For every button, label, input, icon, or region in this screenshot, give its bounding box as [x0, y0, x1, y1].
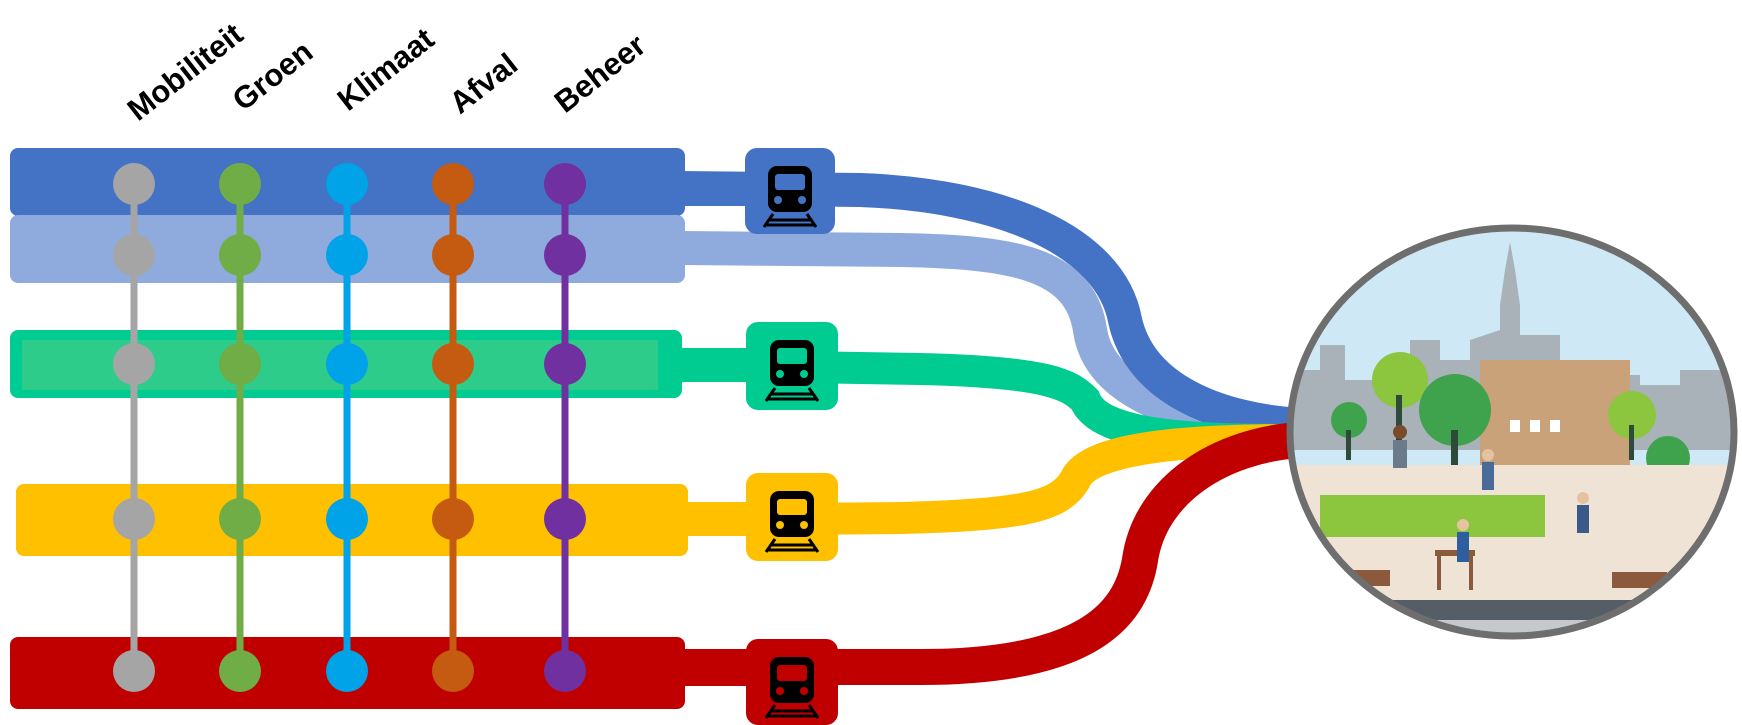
dot-beheer-lane-3 — [544, 343, 586, 385]
curve-lane-1 — [679, 171, 1302, 442]
column-label-mobiliteit: Mobiliteit — [121, 16, 250, 127]
city-scene-illustration — [1286, 224, 1738, 640]
curve-lane-5 — [680, 422, 1302, 685]
track-curves — [679, 171, 1302, 685]
station-lane-4 — [746, 473, 838, 561]
dot-mobiliteit-lane-1 — [113, 163, 155, 205]
train-icon — [762, 166, 818, 228]
dot-mobiliteit-lane-3 — [113, 343, 155, 385]
dot-afval-lane-4 — [432, 498, 474, 540]
train-stations — [745, 148, 838, 725]
dot-afval-lane-2 — [432, 234, 474, 276]
dot-groen-lane-5 — [219, 650, 261, 692]
dot-groen-lane-4 — [219, 498, 261, 540]
column-label-afval: Afval — [443, 46, 524, 120]
dot-beheer-lane-4 — [544, 498, 586, 540]
dot-beheer-lane-2 — [544, 234, 586, 276]
train-icon — [764, 491, 820, 553]
dot-mobiliteit-lane-2 — [113, 234, 155, 276]
dot-mobiliteit-lane-4 — [113, 498, 155, 540]
column-label-klimaat: Klimaat — [331, 21, 441, 118]
dot-beheer-lane-5 — [544, 650, 586, 692]
connector-lane-1 — [680, 172, 750, 206]
column-labels: Mobiliteit Groen Klimaat Afval Beheer — [121, 16, 652, 127]
connector-lane-5 — [680, 650, 750, 686]
dot-afval-lane-1 — [432, 163, 474, 205]
dot-groen-lane-3 — [219, 343, 261, 385]
train-icon — [764, 340, 820, 402]
station-lane-5 — [746, 639, 838, 725]
dot-groen-lane-1 — [219, 163, 261, 205]
dot-klimaat-lane-1 — [326, 163, 368, 205]
dot-mobiliteit-lane-5 — [113, 650, 155, 692]
dot-klimaat-lane-5 — [326, 650, 368, 692]
connector-lane-3 — [680, 348, 750, 382]
train-icon — [764, 657, 820, 719]
dot-afval-lane-3 — [432, 343, 474, 385]
dot-klimaat-lane-2 — [326, 234, 368, 276]
dot-groen-lane-2 — [219, 234, 261, 276]
column-label-beheer: Beheer — [548, 27, 652, 119]
theme-dots — [113, 163, 586, 692]
curve-lane-4 — [679, 424, 1301, 536]
dot-klimaat-lane-4 — [326, 498, 368, 540]
station-lane-1 — [745, 148, 835, 234]
dot-beheer-lane-1 — [544, 163, 586, 205]
dot-afval-lane-5 — [432, 650, 474, 692]
station-lane-3 — [746, 322, 838, 410]
band-connectors — [680, 172, 750, 686]
dot-klimaat-lane-3 — [326, 343, 368, 385]
connector-lane-4 — [680, 502, 750, 536]
